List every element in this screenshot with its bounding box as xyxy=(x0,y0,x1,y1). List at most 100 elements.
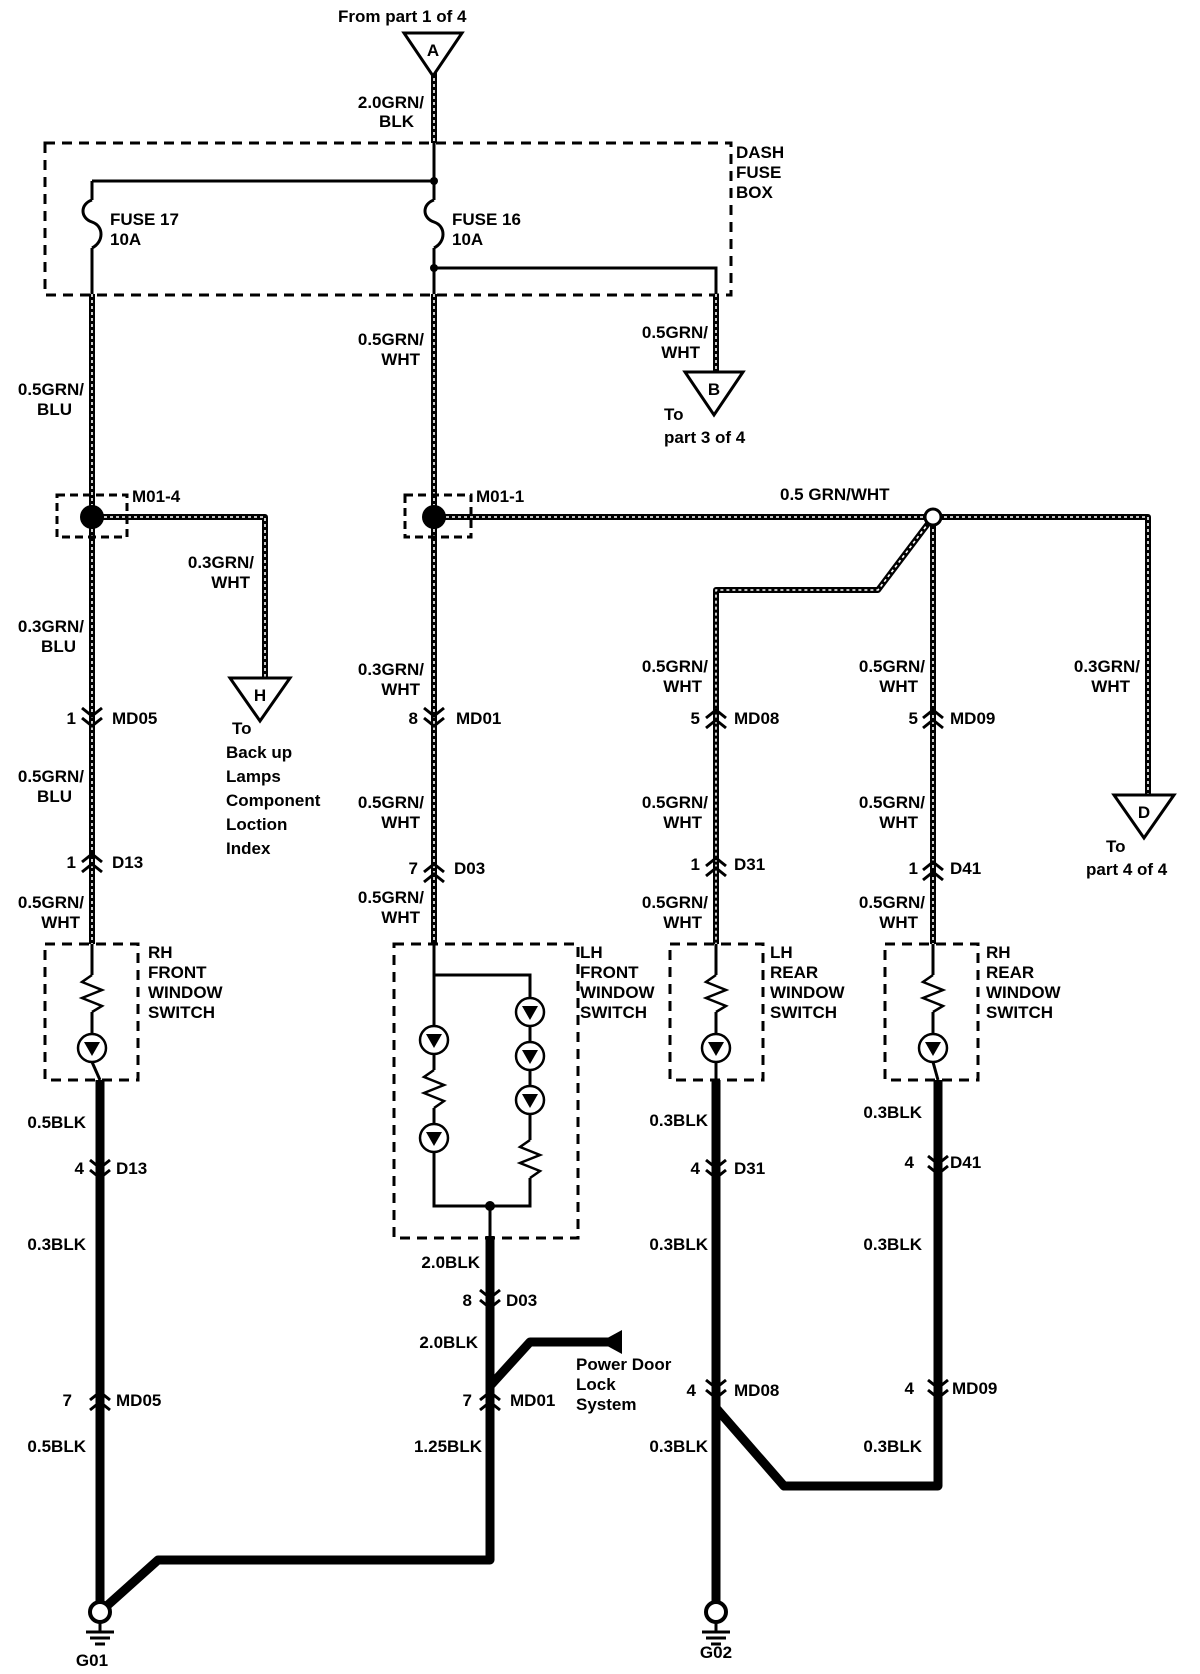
power-wires xyxy=(89,72,1151,944)
conn-d41-top xyxy=(922,860,944,882)
conn-d31-top xyxy=(705,856,727,878)
marker-d: D xyxy=(1111,793,1177,841)
wire-label: 2.0BLK xyxy=(419,1333,478,1352)
diagram-shape xyxy=(90,1061,102,1081)
connector-name: MD09 xyxy=(950,709,995,728)
connector-pin: 4 xyxy=(905,1153,915,1172)
diagram-shape xyxy=(84,1042,100,1056)
conn-d31-bot xyxy=(705,1158,727,1180)
diagram-shape xyxy=(401,31,465,79)
diagram-label: SWITCH xyxy=(580,1003,647,1022)
fuse-box-internals xyxy=(81,143,718,294)
diagram-label: REAR xyxy=(986,963,1034,982)
conn-md05-top xyxy=(81,706,103,728)
connector-name: D03 xyxy=(454,859,485,878)
connector-name: MD05 xyxy=(116,1391,161,1410)
connector-name: MD05 xyxy=(112,709,157,728)
wire-label: 0.5GRN/ xyxy=(859,793,925,812)
diagram-shape xyxy=(420,1068,448,1110)
diagram-label: Loction xyxy=(226,815,287,834)
diagram-label: SWITCH xyxy=(770,1003,837,1022)
connector-symbols xyxy=(81,706,949,1412)
rh-front-switch-label: RH FRONT WINDOW SWITCH xyxy=(148,943,224,1022)
diagram-shape xyxy=(522,1006,538,1020)
conn-d03-bot xyxy=(479,1288,501,1310)
connector-pin: 1 xyxy=(67,709,76,728)
splice-m01-1 xyxy=(422,505,446,529)
diagram-label: RH xyxy=(986,943,1011,962)
dash-fuse-box xyxy=(43,141,733,297)
marker-b: B xyxy=(682,370,746,418)
diagram-label: part 3 of 4 xyxy=(664,428,746,447)
fuse17-label: FUSE 17 xyxy=(110,210,179,229)
marker-a: A xyxy=(401,31,465,79)
diagram-label: Lock xyxy=(576,1375,616,1394)
diagram-label: To xyxy=(664,405,684,424)
diagram-label: WHT xyxy=(879,677,918,696)
lh-rear-switch-label: LH REAR WINDOW SWITCH xyxy=(770,943,846,1022)
connector-name: MD08 xyxy=(734,709,779,728)
diagram-label: 10A xyxy=(110,230,141,249)
diagram-shape xyxy=(86,1622,114,1646)
splice-m01-1-box xyxy=(403,493,473,539)
splice-label: M01-4 xyxy=(132,487,181,506)
connector-name: MD01 xyxy=(456,709,501,728)
wire-label: 1.25BLK xyxy=(414,1437,483,1456)
conn-md09-bot xyxy=(927,1378,949,1400)
rh-front-window-switch xyxy=(43,942,140,1082)
diagram-label: To xyxy=(1106,837,1126,856)
connector-pin: 4 xyxy=(691,1159,701,1178)
diagram-shape xyxy=(715,516,934,944)
connector-pin: 7 xyxy=(63,1391,72,1410)
power-door-arrow xyxy=(600,1330,622,1354)
rh-rear-window-switch xyxy=(883,942,980,1082)
wire-bus-grn-wht xyxy=(434,514,1151,795)
connector-name: MD08 xyxy=(734,1381,779,1400)
diagram-shape xyxy=(88,1600,112,1624)
lh-rear-window-switch xyxy=(668,942,765,1082)
wire-label: 0.5GRN/ xyxy=(859,657,925,676)
diagram-label: WINDOW xyxy=(148,983,224,1002)
ground-g01 xyxy=(86,1600,114,1646)
connector-name: MD09 xyxy=(952,1379,997,1398)
diagram-label: SWITCH xyxy=(986,1003,1053,1022)
diagram-shape xyxy=(426,1132,442,1146)
diagram-shape xyxy=(485,1201,495,1211)
connector-pin: 1 xyxy=(691,855,700,874)
connector-pin: 1 xyxy=(909,859,918,878)
diagram-shape xyxy=(704,1600,728,1624)
rh-rear-switch-label: RH REAR WINDOW SWITCH xyxy=(986,943,1062,1022)
wire-power-door-branch xyxy=(486,1337,615,1390)
wire-label: 0.3BLK xyxy=(863,1437,922,1456)
diagram-shape xyxy=(432,944,532,1012)
diagram-shape xyxy=(702,1622,730,1646)
marker-h: H xyxy=(227,676,293,724)
diagram-shape xyxy=(227,676,293,724)
power-door-lock-label: Power Door Lock System xyxy=(576,1355,672,1414)
connector-pin: 1 xyxy=(67,853,76,872)
diagram-label: WHT xyxy=(663,677,702,696)
wire-label: 0.5GRN/ xyxy=(18,767,84,786)
lh-front-switch-label: LH FRONT WINDOW SWITCH xyxy=(580,943,656,1022)
wire-label: 0.5GRN/ xyxy=(642,793,708,812)
diagram-shape xyxy=(43,942,140,1082)
diagram-label: WINDOW xyxy=(986,983,1062,1002)
diagram-shape xyxy=(426,1034,442,1048)
destination-d-label: To part 4 of 4 xyxy=(1086,837,1168,879)
diagram-label: BLU xyxy=(41,637,76,656)
wire-lh-rear-feed xyxy=(713,515,936,944)
conn-d41-bot xyxy=(927,1154,949,1176)
diagram-shape xyxy=(522,1094,538,1108)
diagram-shape xyxy=(434,266,718,294)
conn-md09-top xyxy=(922,708,944,730)
ground-label: G01 xyxy=(76,1651,108,1670)
diagram-shape xyxy=(1111,793,1177,841)
diagram-label: WINDOW xyxy=(770,983,846,1002)
fuse16-label: FUSE 16 xyxy=(452,210,521,229)
wire-label: 0.3GRN/ xyxy=(188,553,254,572)
destination-h-label: To Back up Lamps Component Loction Index xyxy=(226,719,321,858)
diagram-label: BLU xyxy=(37,787,72,806)
wire-label: 0.3BLK xyxy=(649,1111,708,1130)
ground-wires xyxy=(95,1080,943,1616)
fuse-box-label: DASH xyxy=(736,143,784,162)
